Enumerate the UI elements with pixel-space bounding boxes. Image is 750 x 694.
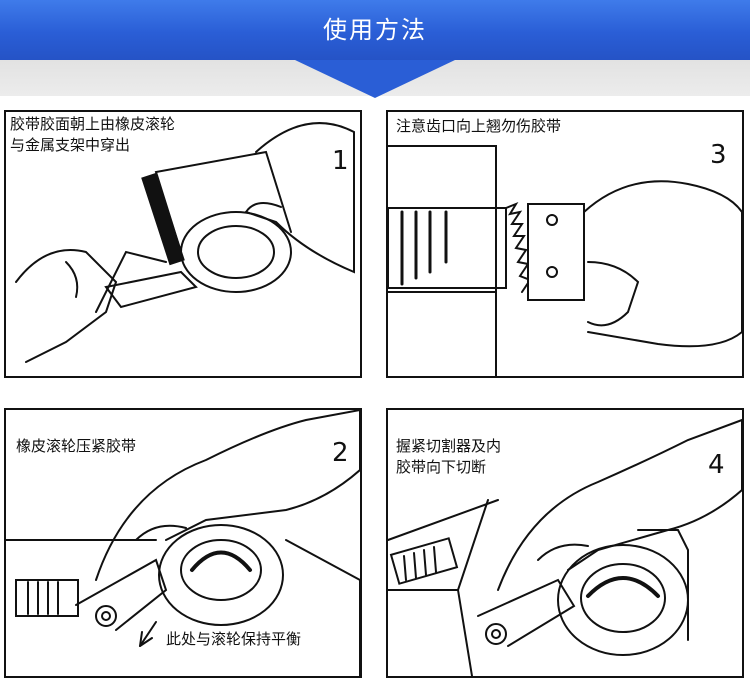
- step-2-number: 2: [332, 438, 349, 468]
- step-3-illustration: [388, 145, 742, 376]
- step-1-number: 1: [332, 146, 349, 176]
- step-panel-1: 胶带胶面朝上由橡皮滚轮 与金属支架中穿出 1: [4, 110, 362, 378]
- step-4-caption: 握紧切割器及内 胶带向下切断: [396, 436, 502, 478]
- step-2-note: 此处与滚轮保持平衡: [166, 628, 302, 649]
- step-3-number: 3: [710, 140, 727, 170]
- step-1-illustration: [15, 122, 355, 363]
- step-panel-2: 橡皮滚轮压紧胶带 2 此处与滚轮保持平衡: [4, 408, 362, 678]
- step-4-illustration: [388, 418, 742, 676]
- step-2-illustration: [6, 410, 360, 676]
- step-3-caption: 注意齿口向上翘勿伤胶带: [396, 116, 562, 137]
- step-4-number: 4: [708, 450, 725, 480]
- step-2-caption: 橡皮滚轮压紧胶带: [16, 436, 137, 457]
- header-banner: [0, 0, 750, 60]
- step-1-caption: 胶带胶面朝上由橡皮滚轮 与金属支架中穿出: [10, 114, 176, 156]
- page-title: 使用方法: [323, 16, 427, 44]
- step-panel-4: 握紧切割器及内 胶带向下切断 4: [386, 408, 744, 678]
- step-panel-3: 注意齿口向上翘勿伤胶带 3: [386, 110, 744, 378]
- header-notch: [295, 60, 455, 98]
